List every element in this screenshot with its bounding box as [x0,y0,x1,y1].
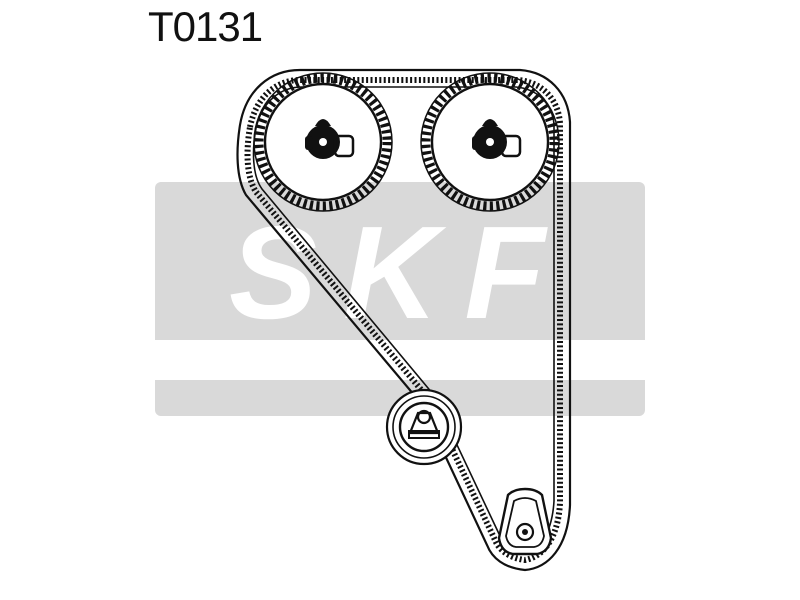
crankshaft-flange [497,487,553,556]
tensioner-ring-3 [398,401,450,453]
sprocket-left-hub-icon [305,119,355,159]
camshaft-sprocket-right [420,72,560,212]
sprocket-right-hub-icon [472,119,522,159]
tensioner-pulley [385,388,463,466]
crankshaft-sprocket [497,487,553,556]
sprocket-left-teeth [254,73,392,211]
belt-outer-edge [236,68,572,572]
skf-watermark-logo: SKF [155,182,645,416]
crankshaft-flange-inner [505,497,545,548]
tensioner-hub-icon [408,409,440,439]
part-code: T0131 [148,3,263,50]
watermark-text: SKF [229,199,571,346]
crankshaft-center [522,529,528,535]
tensioner-outer-ring [385,388,463,466]
sprocket-right-teeth [421,73,559,211]
tensioner-ring-2 [392,395,456,459]
sprocket-left-rim-outer [253,72,393,212]
sprocket-right-rim-outer [420,72,560,212]
camshaft-sprocket-left [253,72,393,212]
